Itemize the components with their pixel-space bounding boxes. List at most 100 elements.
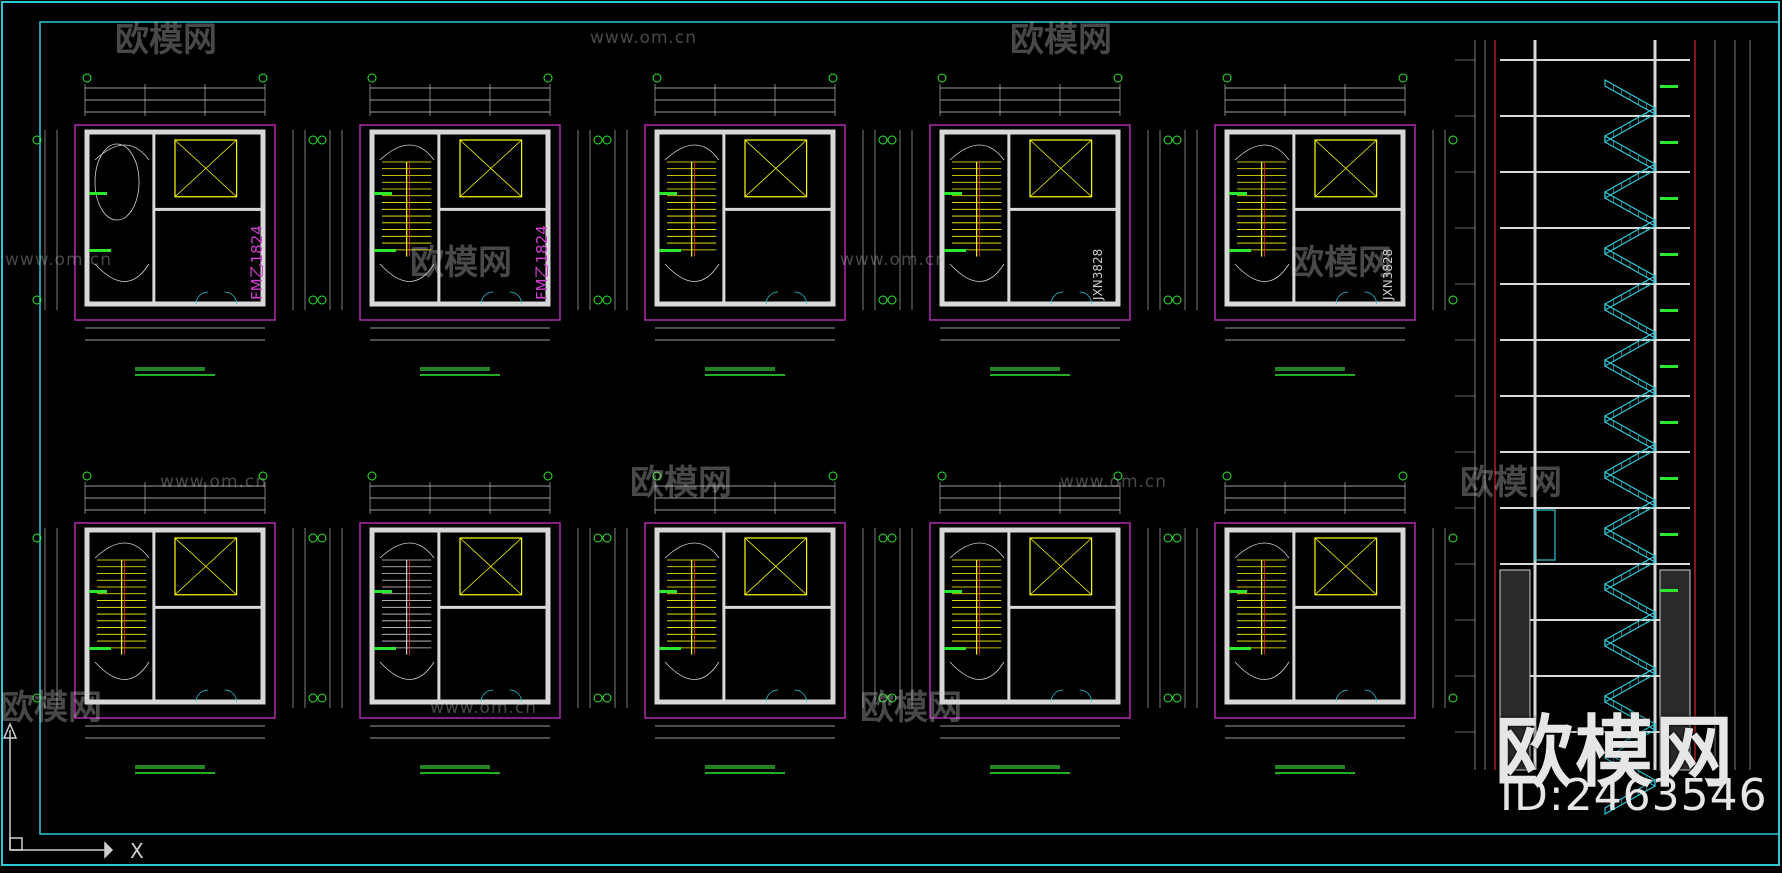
landing-arc: [379, 542, 435, 559]
floor-plan: [317, 73, 603, 376]
annotation-mark: [374, 590, 392, 593]
annotation-mark: [659, 192, 677, 195]
axis-bubble: [308, 533, 318, 543]
axis-bubble: [1222, 73, 1232, 83]
landing-arc: [664, 144, 720, 161]
section-hatched-wall: [1499, 569, 1531, 771]
axis-bubble: [1172, 693, 1182, 703]
section-door-opening: [1534, 509, 1556, 561]
stair-landing-arc: [94, 143, 140, 221]
landing-arc: [379, 263, 435, 282]
plan-sheet-border: [929, 522, 1131, 719]
plan-title-bar: [705, 367, 775, 371]
floor-plan: [602, 471, 888, 774]
section-annotation-mark: [1660, 141, 1678, 144]
elevator-shaft: [1314, 537, 1378, 596]
landing-arc: [949, 144, 1005, 161]
floor-plan: [887, 73, 1173, 376]
axis-bubble: [1398, 73, 1408, 83]
floor-plan: [32, 73, 318, 376]
elevator-shaft: [174, 139, 238, 198]
door-swing: [224, 689, 237, 703]
plan-sheet-border: [1214, 522, 1416, 719]
door-swing: [794, 291, 807, 305]
axis-bubble: [367, 73, 377, 83]
plan-sheet-border: [929, 124, 1131, 321]
landing-arc: [1234, 542, 1290, 559]
plan-title-bar: [135, 367, 205, 371]
axis-bubble: [1222, 471, 1232, 481]
plan-sheet-border: [359, 124, 561, 321]
axis-bubble: [652, 73, 662, 83]
axis-bubble: [82, 471, 92, 481]
plan-title-bar: [1275, 367, 1345, 371]
annotation-mark: [944, 249, 966, 252]
axis-bubble: [878, 295, 888, 305]
axis-bubble: [878, 693, 888, 703]
axis-bubble: [32, 135, 42, 145]
annotation-mark: [89, 249, 111, 252]
landing-arc: [664, 542, 720, 559]
annotation-mark: [659, 249, 681, 252]
watermark-brand-large: 欧模网: [1495, 708, 1736, 798]
landing-arc: [949, 661, 1005, 680]
door-swing: [195, 291, 209, 305]
landing-arc: [1234, 144, 1290, 161]
plan-wall-outline: [939, 527, 1121, 705]
section-annotation-mark: [1660, 85, 1678, 88]
axis-bubble: [1163, 295, 1173, 305]
annotation-mark: [944, 590, 962, 593]
elevator-cross: [174, 139, 237, 198]
section-hatched-wall: [1659, 569, 1691, 771]
axis-bubble: [878, 533, 888, 543]
elevator-shaft: [174, 537, 238, 596]
elevator-shaft: [1314, 139, 1378, 198]
axis-bubble: [602, 693, 612, 703]
axis-bubble: [602, 295, 612, 305]
axis-bubble: [593, 295, 603, 305]
section-annotation-mark: [1660, 197, 1678, 200]
axis-bubble: [543, 471, 553, 481]
section-annotation-mark: [1660, 421, 1678, 424]
elevator-cross: [174, 537, 237, 596]
annotation-mark: [1229, 590, 1247, 593]
annotation-mark: [89, 192, 107, 195]
elevator-shaft: [459, 139, 523, 198]
plan-wall-outline: [84, 527, 266, 705]
plan-tag-jxn1: JXN3828: [1091, 249, 1105, 301]
door-swing: [480, 291, 494, 305]
door-swing: [480, 689, 494, 703]
axis-bubble: [1172, 135, 1182, 145]
axis-bubble: [258, 471, 268, 481]
axis-bubble: [317, 533, 327, 543]
axis-bubble: [887, 135, 897, 145]
annotation-mark: [89, 647, 111, 650]
axis-bubble: [602, 135, 612, 145]
floor-plan: [32, 471, 318, 774]
axis-bubble: [543, 73, 553, 83]
landing-arc: [94, 661, 150, 680]
door-swing: [765, 689, 779, 703]
section-annotation-mark: [1660, 589, 1678, 592]
axis-bubble: [308, 295, 318, 305]
elevator-cross: [1029, 537, 1092, 596]
axis-bubble: [82, 73, 92, 83]
axis-bubble: [1113, 471, 1123, 481]
floor-plan: [317, 471, 603, 774]
axis-bubble: [1448, 693, 1458, 703]
door-swing: [1335, 291, 1349, 305]
stair-section-group: [1455, 40, 1751, 816]
landing-arc: [1234, 263, 1290, 282]
axis-bubble: [828, 471, 838, 481]
axis-bubble: [887, 693, 897, 703]
plan-wall-outline: [369, 527, 551, 705]
axis-bubble: [1163, 693, 1173, 703]
axis-bubble: [1448, 295, 1458, 305]
section-annotation-mark: [1660, 253, 1678, 256]
section-annotation-mark: [1660, 309, 1678, 312]
axis-bubble: [32, 295, 42, 305]
axis-bubble: [593, 533, 603, 543]
axis-bubble: [828, 73, 838, 83]
ucs-icon: [2, 722, 114, 859]
